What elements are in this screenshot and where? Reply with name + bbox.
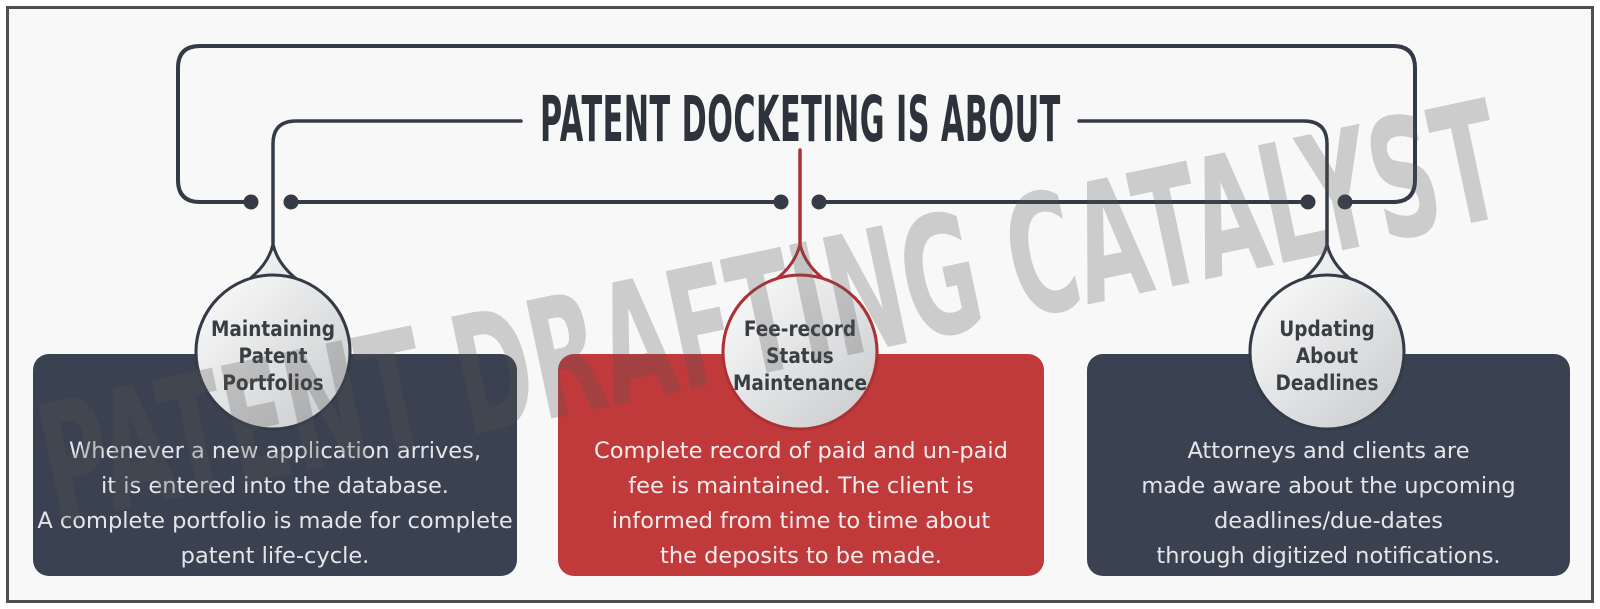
title-to-right-pin-line (1077, 119, 1329, 245)
circle-label-line: Maintenance (732, 371, 868, 396)
outer-bracket-line (176, 44, 1417, 204)
circle-label-line: Fee-record (743, 317, 857, 342)
body-line: through digitized notifications. (1156, 543, 1501, 569)
body-line: Whenever a new application arrives, (68, 438, 482, 464)
pin-circle-middle (721, 273, 879, 431)
circle-label-line: Status (766, 344, 834, 369)
page-title: PATENT DOCKETING IS ABOUT (539, 83, 1061, 156)
body-line: deadlines/due-dates (1213, 508, 1444, 534)
junction-dot (1337, 194, 1353, 210)
junction-dot (283, 194, 299, 210)
junction-dot (1300, 194, 1316, 210)
circle-label-updating-about-deadlines: Updating About Deadlines (1232, 316, 1421, 397)
circle-label-fee-record-status-maintenance: Fee-record Status Maintenance (705, 316, 894, 397)
body-line: fee is maintained. The client is (628, 473, 974, 499)
body-line: it is entered into the database. (101, 473, 449, 499)
body-line: the deposits to be made. (660, 543, 942, 569)
circle-label-maintaining-patent-portfolios: Maintaining Patent Portfolios (178, 316, 367, 397)
card-updating-about-deadlines: Attorneys and clients are made aware abo… (1087, 354, 1570, 576)
body-line: Complete record of paid and un-paid (594, 438, 1008, 464)
circle-label-line: Portfolios (222, 371, 324, 396)
circle-label-line: Patent (238, 344, 308, 369)
junction-dot (773, 194, 789, 210)
junction-dot (243, 194, 259, 210)
card-body-text: Attorneys and clients are made aware abo… (1087, 434, 1570, 574)
junction-dot (811, 194, 827, 210)
pin-circle-right (1248, 273, 1406, 431)
circle-label-line: About (1295, 344, 1359, 369)
circle-label-line: Maintaining (211, 317, 335, 342)
body-line: Attorneys and clients are (1187, 438, 1470, 464)
body-line: A complete portfolio is made for complet… (37, 508, 513, 534)
pin-circle-left (194, 273, 352, 431)
body-line: informed from time to time about (611, 508, 991, 534)
body-line: made aware about the upcoming (1141, 473, 1516, 499)
body-line: patent life-cycle. (180, 543, 370, 569)
card-body-text: Whenever a new application arrives, it i… (33, 434, 517, 574)
card-body-text: Complete record of paid and un-paid fee … (558, 434, 1044, 574)
circle-label-line: Deadlines (1275, 371, 1379, 396)
circle-label-line: Updating (1279, 317, 1375, 342)
title-to-left-pin-line (271, 119, 523, 245)
